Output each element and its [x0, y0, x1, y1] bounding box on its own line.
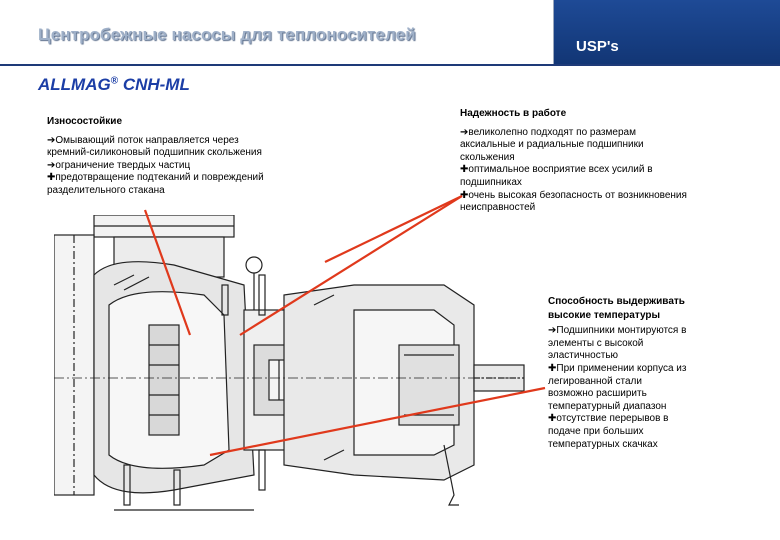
pump-cross-section-drawing — [54, 215, 525, 511]
temperature-line: элементы с высокой — [548, 337, 644, 349]
temperature-heading: Способность выдерживать — [548, 296, 685, 307]
reliability-heading: Надежность в работе — [460, 108, 567, 119]
reliability-line: ✚очень высокая безопасность от возникнов… — [460, 189, 687, 201]
reliability-line: аксиальные и радиальные подшипники — [460, 139, 644, 151]
wear-line: ✚предотвращение подтеканий и повреждений — [47, 172, 264, 184]
brand-bar: USP's — [554, 0, 780, 64]
temperature-line: легированной стали — [548, 375, 642, 387]
reliability-line: ✚оптимальное восприятие всех усилий в — [460, 164, 653, 176]
temperature-line: ➔Подшипники монтируются в — [548, 325, 687, 337]
reliability-line: подшипниках — [460, 176, 522, 188]
reliability-line: скольжения — [460, 151, 515, 163]
temperature-heading: высокие температуры — [548, 309, 661, 321]
temperature-line: ✚При применении корпуса из — [548, 362, 687, 374]
temperature-line: эластичностью — [548, 350, 619, 362]
temperature-line: температурных скачках — [548, 438, 658, 450]
temperature-line: подаче при больших — [548, 425, 644, 437]
reliability-line: неисправностей — [460, 202, 536, 214]
wear-line: ➔ограничение твердых частиц — [47, 159, 191, 171]
page-title: Центробежные насосы для теплоносителей — [38, 25, 416, 44]
wear-heading: Износостойкие — [47, 116, 123, 127]
header-divider — [553, 0, 554, 65]
wear-resistance-block: Износостойкие ➔Омывающий поток направляе… — [47, 116, 347, 198]
temperature-block: Способность выдерживать высокие температ… — [548, 296, 748, 451]
model-suffix: CNH-ML — [118, 75, 190, 94]
temperature-line: температурный диапазон — [548, 400, 667, 412]
model-title: ALLMAG® CNH-ML — [38, 75, 190, 95]
reliability-line: ➔великолепно подходят по размерам — [460, 126, 636, 138]
wear-line: разделительного стакана — [47, 184, 165, 196]
temperature-line: ✚отсутствие перерывов в — [548, 413, 669, 425]
wear-line: кремний-силиконовый подшипник скольжения — [47, 147, 262, 159]
reliability-block: Надежность в работе ➔великолепно подходя… — [460, 108, 760, 215]
temperature-line: возможно расширить — [548, 388, 647, 400]
header-rule — [0, 64, 780, 66]
registered-mark: ® — [110, 75, 119, 87]
model-name: ALLMAG — [38, 75, 111, 94]
brand-label: USP's — [576, 38, 619, 55]
wear-line: ➔Омывающий поток направляется через — [47, 134, 239, 146]
